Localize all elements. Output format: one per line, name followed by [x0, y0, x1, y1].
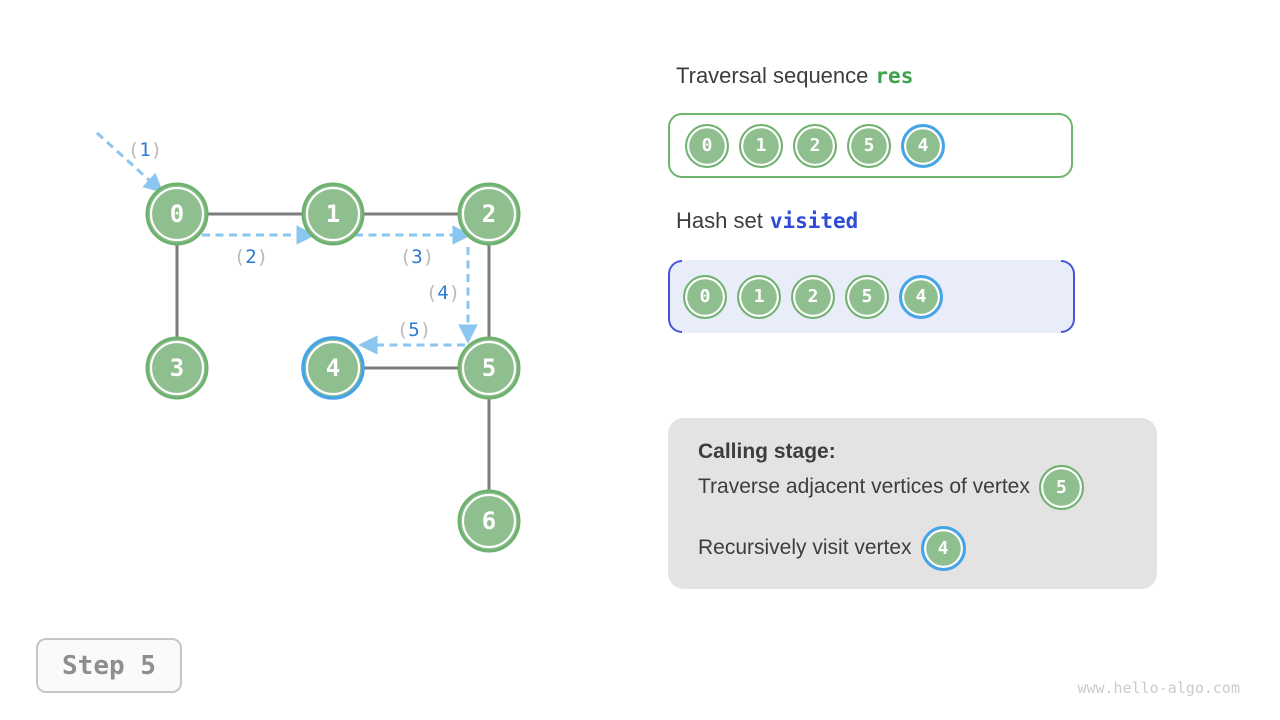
visited-vertex-chip: 1: [737, 274, 781, 319]
graph-node-label: 6: [482, 507, 496, 535]
visited-vertex-chip: 5: [845, 274, 889, 319]
graph-node-0: 0: [145, 182, 209, 246]
graph-node-2: 2: [457, 182, 521, 246]
res-code-label: res: [875, 64, 914, 88]
visited-vertex-chip: 0: [683, 274, 727, 319]
set-left-bracket-icon: [668, 260, 682, 333]
res-panel-title-text: Traversal sequence: [676, 63, 869, 88]
step-badge-label: Step 5: [62, 650, 156, 681]
res-vertex-chip: 0: [685, 123, 729, 168]
visited-vertex-chip: 2: [791, 274, 835, 319]
res-sequence-box: 0 1 2 5 4: [668, 113, 1073, 178]
visited-code-label: visited: [769, 209, 859, 233]
traversal-arrow-1: (1): [95, 131, 164, 193]
graph-canvas: (1) (2) (3) (4) (5) 0 1 2 3 4 5 6: [95, 131, 521, 553]
graph-node-label: 5: [482, 354, 496, 382]
graph-node-5: 5: [457, 336, 521, 400]
calling-stage-row: Traverse adjacent vertices of vertex 5: [698, 464, 1157, 510]
calling-stage-text: Recursively visit vertex: [698, 536, 912, 559]
graph-node-label: 4: [326, 354, 340, 382]
graph-node-6: 6: [457, 489, 521, 553]
graph-node-label: 3: [170, 354, 184, 382]
traversal-order-label: (2): [234, 246, 268, 268]
graph-node-4: 4: [301, 336, 365, 400]
visited-set-box: 0 1 2 5 4: [668, 260, 1075, 333]
traversal-arrow-5: (5): [358, 319, 465, 355]
res-vertex-chip: 4: [901, 123, 945, 168]
calling-stage-vertex-chip: 4: [920, 525, 966, 571]
traversal-arrow-2: (2): [202, 225, 316, 268]
graph-node-1: 1: [301, 182, 365, 246]
graph-node-label: 0: [170, 200, 184, 228]
set-right-bracket-icon: [1061, 260, 1075, 333]
traversal-order-label: (5): [397, 319, 431, 341]
res-vertex-chip: 5: [847, 123, 891, 168]
calling-stage-text: Traverse adjacent vertices of vertex: [698, 475, 1030, 498]
visited-vertex-chip: 4: [899, 274, 943, 319]
res-vertex-chip: 1: [739, 123, 783, 168]
traversal-order-label: (1): [128, 139, 162, 161]
step-badge: Step 5: [36, 638, 182, 693]
calling-stage-heading: Calling stage:: [698, 440, 836, 463]
traversal-order-label: (4): [426, 282, 460, 304]
visited-panel-title-text: Hash set: [676, 208, 763, 233]
traversal-arrow-4: (4): [426, 247, 478, 344]
traversal-order-label: (3): [400, 246, 434, 268]
calling-stage-box: Calling stage: Traverse adjacent vertice…: [668, 418, 1157, 589]
watermark: www.hello-algo.com: [1077, 679, 1240, 697]
graph-node-label: 1: [326, 200, 340, 228]
calling-stage-vertex-chip: 5: [1038, 464, 1084, 510]
calling-stage-row: Recursively visit vertex 4: [698, 525, 1157, 571]
traversal-arrow-3: (3): [355, 225, 472, 268]
res-vertex-chip: 2: [793, 123, 837, 168]
graph-node-label: 2: [482, 200, 496, 228]
graph-node-3: 3: [145, 336, 209, 400]
